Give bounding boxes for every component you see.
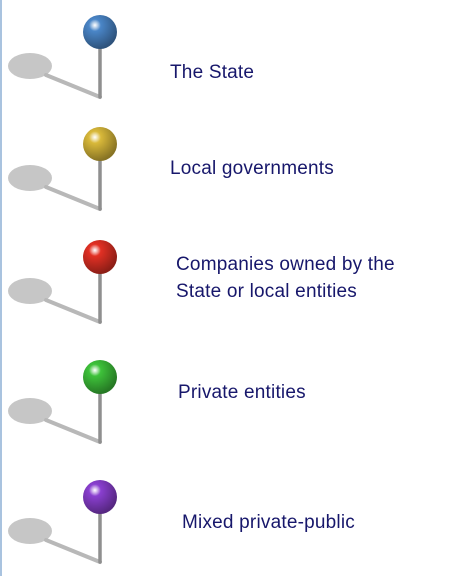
pin-shadow	[8, 278, 52, 304]
pushpin-icon	[8, 360, 117, 444]
pin-label: Private entities	[178, 382, 306, 403]
pin-label: Local governments	[170, 158, 334, 179]
pin-item-companies-owned: Companies owned by the State or local en…	[0, 225, 450, 335]
pin-shadow	[8, 53, 52, 79]
pin-shadow	[8, 165, 52, 191]
pin-label: Mixed private-public	[182, 512, 355, 533]
pin-item-private-entities: Private entities	[0, 345, 450, 455]
pushpin-icon	[8, 240, 117, 324]
pin-shadow	[8, 398, 52, 424]
pin-item-local-governments: Local governments	[0, 112, 450, 222]
pin-item-the-state: The State	[0, 0, 450, 110]
left-border	[0, 0, 2, 576]
pin-head	[83, 360, 117, 394]
pin-item-mixed-private-public: Mixed private-public	[0, 465, 450, 575]
pin-label: The State	[170, 62, 255, 83]
pin-head	[83, 15, 117, 49]
pin-head	[83, 127, 117, 161]
pin-shadow	[8, 518, 52, 544]
pin-head	[83, 480, 117, 514]
pushpin-icon	[8, 127, 117, 211]
pin-head	[83, 240, 117, 274]
pushpin-icon	[8, 480, 117, 564]
pushpin-icon	[8, 15, 117, 99]
pin-label: Companies owned by the State or local en…	[176, 254, 395, 302]
